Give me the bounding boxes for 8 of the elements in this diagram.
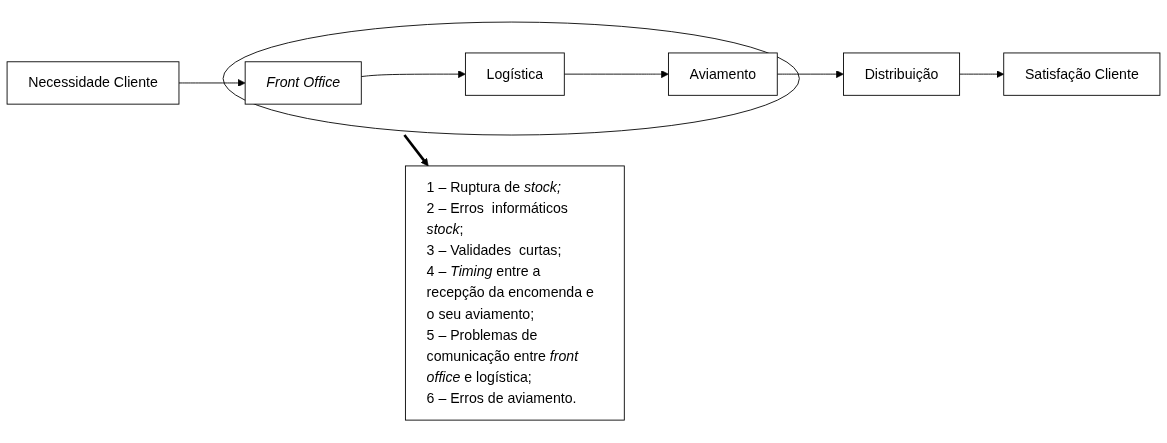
node-box: Satisfação Cliente	[1003, 52, 1161, 97]
node-box: Necessidade Cliente	[6, 61, 180, 105]
node-box: Distribuição	[843, 52, 961, 97]
node-box: Aviamento	[668, 52, 778, 97]
node-box: 1 – Ruptura de stock; 2 – Erros informáticos stock; 3 – Validades curtas; 4 – Timing entre a recepção da encomenda e o seu aviamento; 5 – Problemas de comunicação entre front office e logística; 6 – Erros de aviamento.	[405, 165, 625, 421]
arrow	[403, 134, 429, 167]
node-box: Logística	[464, 52, 565, 97]
node-box: Front Office	[244, 61, 362, 105]
